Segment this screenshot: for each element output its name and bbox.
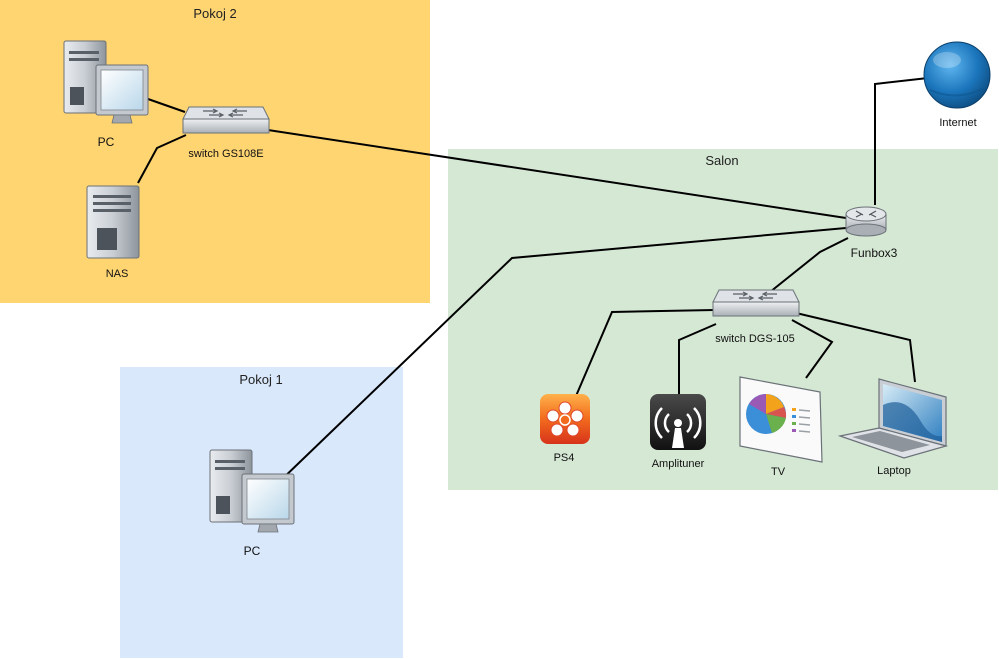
node-label-switch-dgs105: switch DGS-105	[715, 333, 794, 345]
laptop-icon	[837, 378, 949, 459]
link-funbox3-to-switch-dgs105	[769, 237, 849, 293]
link-nas-to-switch-gs108e	[137, 134, 187, 184]
node-pc-pokoj1[interactable]: PC	[209, 449, 295, 558]
router-icon	[845, 206, 887, 237]
node-label-internet: Internet	[939, 117, 976, 129]
pie-chart-display-icon	[739, 376, 823, 463]
node-label-switch-gs108e: switch GS108E	[188, 148, 263, 160]
node-label-tv: TV	[771, 466, 786, 478]
link-switch-dgs105-to-amplituner	[678, 323, 717, 396]
node-laptop[interactable]: Laptop	[837, 378, 949, 477]
node-amplituner[interactable]: Amplituner	[650, 394, 706, 470]
server-tower-icon	[86, 185, 140, 259]
node-pc-pokoj2[interactable]: PC	[63, 40, 149, 149]
zone-label-pokoj2: Pokoj 2	[193, 6, 236, 21]
network-switch-icon	[712, 289, 800, 317]
link-switch-dgs105-to-laptop	[795, 312, 916, 383]
node-label-nas: NAS	[106, 268, 129, 280]
wireless-signal-icon	[650, 394, 706, 450]
link-switch-dgs105-to-ps4	[575, 309, 715, 397]
node-ps4[interactable]: PS4	[540, 394, 590, 464]
node-label-laptop: Laptop	[877, 465, 911, 477]
node-label-ps4: PS4	[554, 452, 575, 464]
node-switch-gs108e[interactable]: switch GS108E	[182, 106, 270, 160]
network-switch-icon	[182, 106, 270, 134]
zone-label-pokoj1: Pokoj 1	[239, 372, 282, 387]
node-label-pc-pokoj2: PC	[98, 135, 115, 149]
link-switch-gs108e-to-funbox3	[267, 129, 847, 219]
node-label-pc-pokoj1: PC	[244, 544, 261, 558]
zone-label-salon: Salon	[705, 153, 738, 168]
node-label-funbox3: Funbox3	[851, 246, 898, 260]
link-pc-pokoj1-to-funbox3	[276, 227, 847, 485]
flower-app-icon	[540, 394, 590, 444]
connections	[137, 77, 929, 485]
globe-icon	[923, 41, 991, 109]
node-label-amplituner: Amplituner	[652, 458, 705, 470]
node-internet[interactable]: Internet	[923, 41, 991, 129]
link-switch-dgs105-to-tv	[791, 319, 834, 379]
node-nas[interactable]: NAS	[86, 185, 140, 280]
node-funbox3[interactable]: Funbox3	[845, 206, 898, 260]
node-switch-dgs105[interactable]: switch DGS-105	[712, 289, 800, 345]
link-pc-to-switch-gs108e	[147, 98, 186, 113]
link-funbox3-to-internet	[874, 77, 929, 205]
node-tv[interactable]: TV	[739, 376, 823, 478]
